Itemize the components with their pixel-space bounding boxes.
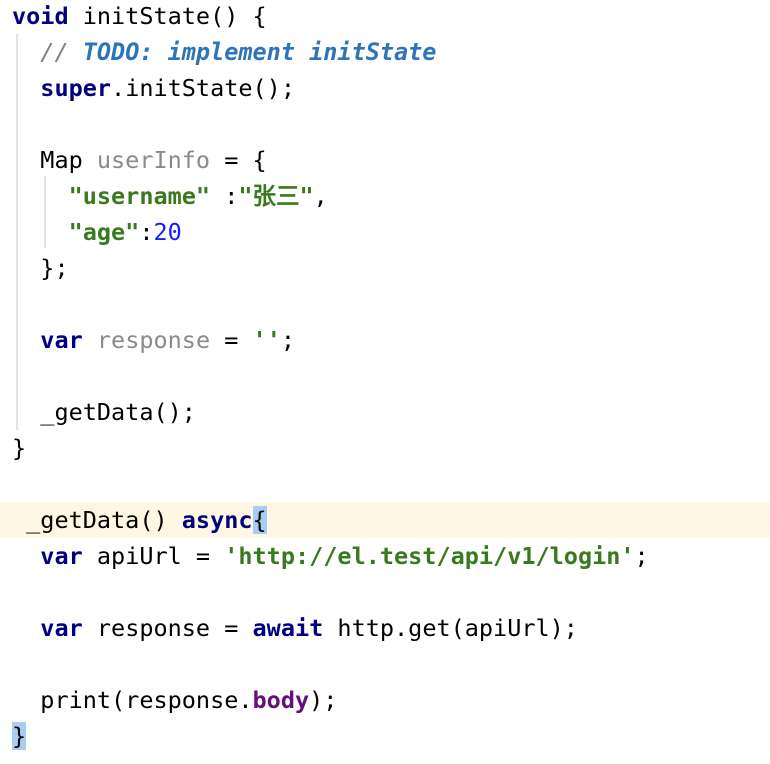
- code-token: [12, 218, 69, 246]
- code-token: var: [40, 614, 83, 642]
- code-token: [12, 182, 69, 210]
- code-token: await: [252, 614, 324, 642]
- code-line[interactable]: var apiUrl = 'http://el.test/api/v1/logi…: [0, 538, 770, 574]
- code-token: var: [40, 542, 83, 570]
- code-line[interactable]: "age":20: [0, 214, 770, 250]
- code-token: print(response.: [12, 686, 253, 714]
- code-token: var: [40, 326, 83, 354]
- code-line[interactable]: // TODO: implement initState: [0, 34, 770, 70]
- code-token: }: [12, 434, 27, 462]
- code-token: userInfo: [96, 146, 211, 174]
- code-token: 'http://el.test/api/v1/login': [224, 542, 635, 570]
- code-token: //: [12, 38, 83, 66]
- code-token: :: [210, 182, 239, 210]
- code-token: :: [139, 218, 154, 246]
- code-token: };: [12, 254, 69, 282]
- code-token: "age": [68, 218, 140, 246]
- code-token: [12, 614, 40, 642]
- code-token: "张三": [238, 182, 314, 210]
- code-token: }: [12, 722, 27, 750]
- code-line[interactable]: }: [0, 430, 770, 466]
- code-line[interactable]: void initState() {: [0, 0, 770, 34]
- code-token: );: [309, 686, 338, 714]
- code-token: apiUrl =: [82, 542, 225, 570]
- code-line[interactable]: [0, 286, 770, 322]
- code-token: response: [96, 326, 211, 354]
- code-token: super: [40, 74, 112, 102]
- code-token: body: [252, 686, 310, 714]
- code-token: {: [252, 506, 267, 534]
- code-line[interactable]: [0, 646, 770, 682]
- indent-guide: [16, 34, 18, 430]
- code-line[interactable]: Map userInfo = {: [0, 142, 770, 178]
- code-token: ;: [280, 326, 295, 354]
- code-token: TODO: implement initState: [82, 38, 437, 66]
- code-token: '': [252, 326, 281, 354]
- code-line[interactable]: }: [0, 718, 770, 754]
- code-line[interactable]: [0, 106, 770, 142]
- code-line[interactable]: [0, 358, 770, 394]
- code-token: ;: [634, 542, 649, 570]
- code-token: = {: [210, 146, 267, 174]
- code-token: .initState();: [111, 74, 295, 102]
- code-token: ,: [313, 182, 328, 210]
- code-token: initState() {: [68, 2, 267, 30]
- code-token: http.get(apiUrl);: [323, 614, 578, 642]
- code-line[interactable]: };: [0, 250, 770, 286]
- code-token: "username": [68, 182, 211, 210]
- code-line[interactable]: super.initState();: [0, 70, 770, 106]
- indent-guide: [44, 176, 46, 248]
- code-token: Map: [12, 146, 97, 174]
- code-token: [12, 542, 40, 570]
- code-token: [83, 326, 97, 354]
- code-token: async: [181, 506, 253, 534]
- code-line[interactable]: var response = '';: [0, 322, 770, 358]
- code-line-current[interactable]: _getData() async{: [0, 502, 770, 538]
- code-token: _getData(): [12, 506, 182, 534]
- code-token: [12, 74, 40, 102]
- code-line[interactable]: [0, 466, 770, 502]
- code-line[interactable]: "username" :"张三",: [0, 178, 770, 214]
- code-line[interactable]: [0, 574, 770, 610]
- code-token: 20: [153, 218, 182, 246]
- code-token: =: [210, 326, 253, 354]
- code-line[interactable]: var response = await http.get(apiUrl);: [0, 610, 770, 646]
- code-token: response =: [82, 614, 253, 642]
- code-token: _getData();: [12, 398, 196, 426]
- code-token: void: [12, 2, 69, 30]
- code-line[interactable]: print(response.body);: [0, 682, 770, 718]
- code-line[interactable]: _getData();: [0, 394, 770, 430]
- code-token: [12, 326, 40, 354]
